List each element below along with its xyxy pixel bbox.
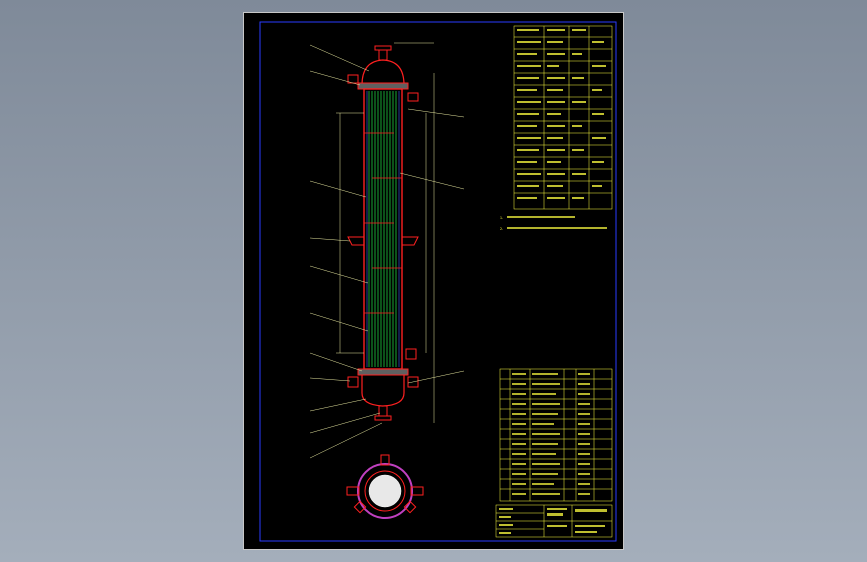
top-left-nozzle bbox=[347, 74, 359, 84]
note-2 bbox=[507, 227, 607, 229]
tube-layout bbox=[368, 474, 402, 508]
section-shell bbox=[357, 463, 413, 519]
top-tubesheet bbox=[357, 82, 409, 90]
bottom-left-nozzle bbox=[347, 376, 359, 388]
section-lug-left bbox=[353, 500, 367, 514]
section-inner bbox=[364, 470, 406, 512]
baffles bbox=[364, 132, 402, 314]
right-support-lug bbox=[401, 236, 419, 246]
lower-right-nozzle bbox=[405, 348, 417, 360]
top-head bbox=[361, 59, 405, 86]
top-nozzle-flange bbox=[374, 45, 392, 51]
top-nozzle bbox=[378, 49, 388, 61]
bottom-nozzle bbox=[378, 405, 388, 417]
bottom-nozzle-flange bbox=[374, 415, 392, 421]
notes-block: 1. 2. bbox=[500, 216, 607, 231]
note-2-mark: 2. bbox=[500, 227, 503, 231]
exchanger-elevation bbox=[347, 45, 419, 421]
section-view bbox=[346, 454, 424, 519]
dimension-lines bbox=[336, 42, 435, 423]
tie-rods bbox=[366, 91, 400, 367]
section-lug-right bbox=[403, 500, 417, 514]
technical-table bbox=[513, 25, 613, 210]
note-1-mark: 1. bbox=[500, 216, 503, 220]
bottom-right-nozzle bbox=[407, 376, 419, 388]
technical-table-text bbox=[517, 29, 606, 199]
section-top-nozzle bbox=[380, 454, 390, 466]
nozzle-table-text bbox=[512, 373, 590, 495]
drawing-frame bbox=[259, 21, 617, 542]
tube-bundle bbox=[368, 91, 397, 367]
nozzle-table bbox=[499, 368, 613, 502]
drawing-sheet: 1. 2. bbox=[244, 13, 623, 549]
title-block bbox=[495, 504, 613, 538]
section-right-nozzle bbox=[410, 486, 424, 496]
bottom-head bbox=[361, 375, 405, 407]
cad-drawing: 1. 2. bbox=[259, 21, 617, 542]
note-1 bbox=[507, 216, 575, 218]
top-right-nozzle bbox=[407, 92, 419, 102]
left-support-lug bbox=[347, 236, 365, 246]
bottom-tubesheet bbox=[357, 368, 409, 376]
section-left-nozzle bbox=[346, 486, 360, 496]
title-block-text bbox=[499, 508, 607, 534]
leader-lines bbox=[309, 44, 465, 459]
